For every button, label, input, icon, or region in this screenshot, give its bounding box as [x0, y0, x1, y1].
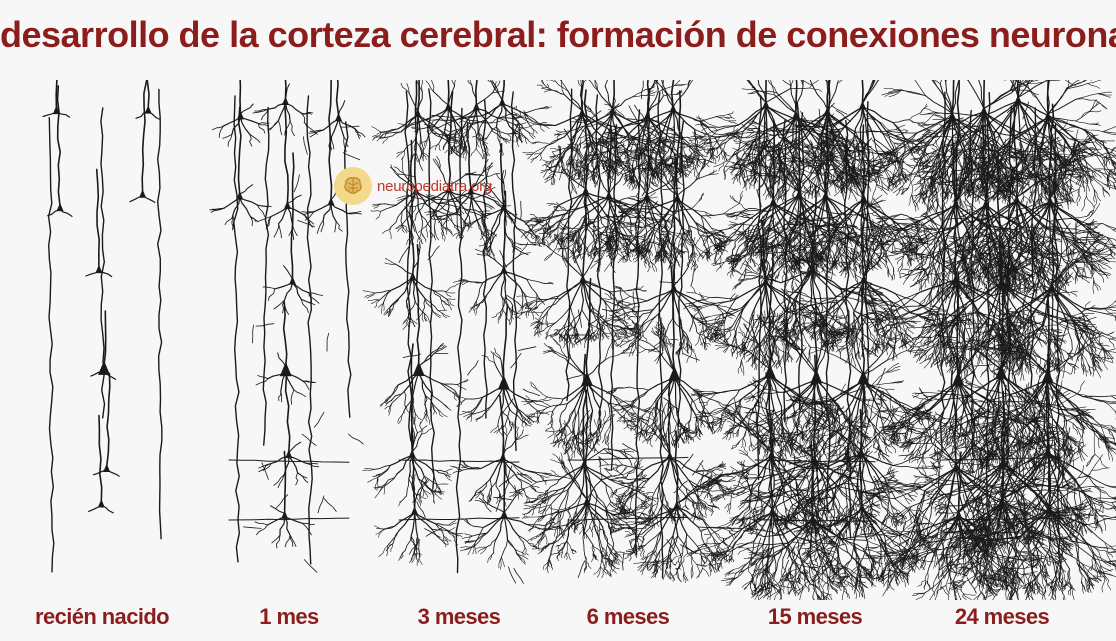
watermark-text: neuropediatra.org: [377, 177, 493, 195]
neuron-panel-3: [509, 80, 754, 583]
watermark: neuropediatra.org: [334, 166, 492, 206]
stage-label-6-months: 6 meses: [586, 604, 670, 629]
stage-label-24-months: 24 meses: [954, 604, 1050, 629]
brain-icon: [334, 167, 372, 205]
stage-label-15-months: 15 meses: [767, 604, 863, 629]
neuron-illustrations: [42, 80, 1116, 600]
stage-label-1-month: 1 mes: [259, 604, 319, 629]
neuron-panel-5: [854, 80, 1116, 600]
neuron-panel-2: [362, 80, 560, 584]
diagram-title: desarrollo de la corteza cerebral: forma…: [0, 14, 1116, 55]
stage-label-newborn: recién nacido: [34, 604, 170, 629]
neuron-panel-1: [209, 80, 366, 573]
neuron-panel-0: [42, 80, 163, 573]
neuron-panel-4: [683, 80, 948, 600]
stage-label-3-months: 3 meses: [417, 604, 501, 629]
